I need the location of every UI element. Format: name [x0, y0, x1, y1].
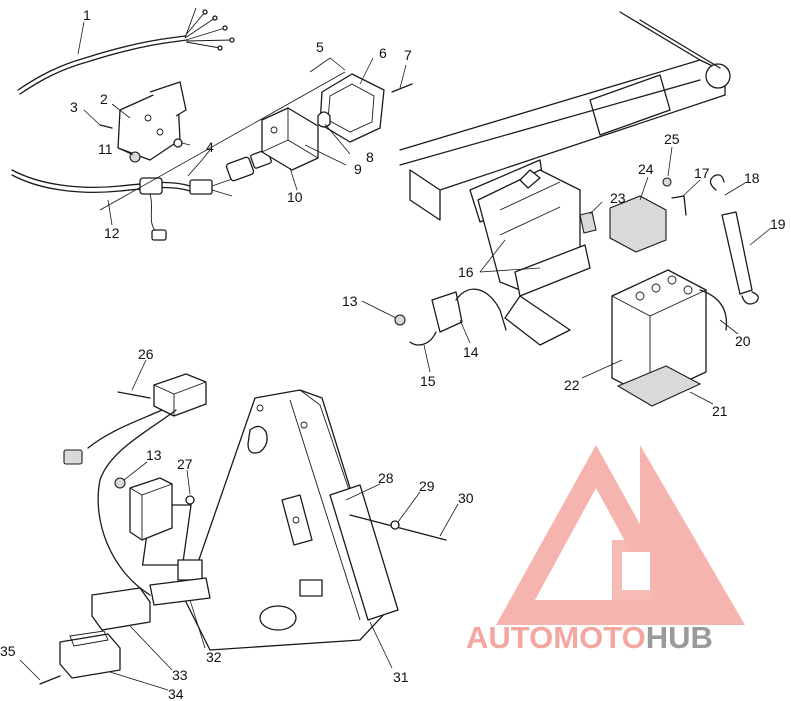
callout-8: 8 [366, 149, 374, 165]
nut-11 [129, 151, 141, 163]
wiring-harness [11, 7, 236, 241]
washer-29 [390, 520, 400, 530]
switch-plate-32 [149, 577, 211, 606]
clip-17 [671, 195, 687, 216]
callout-33: 33 [172, 667, 188, 683]
callout-21: 21 [712, 403, 728, 419]
callout-labels: 1 2 3 4 5 6 7 8 9 10 11 12 13 14 15 16 1… [0, 7, 786, 701]
console-plate-31 [329, 484, 399, 621]
callout-13-bottom: 13 [146, 447, 162, 463]
nut-13-lower [114, 477, 126, 489]
callout-4: 4 [206, 139, 214, 155]
callout-7: 7 [404, 47, 412, 63]
watermark-hub: HUB [646, 620, 713, 655]
callout-14: 14 [463, 344, 479, 360]
callout-29: 29 [419, 478, 435, 494]
tail-light-housing [261, 107, 319, 171]
bolt-26 [117, 391, 151, 399]
callout-20: 20 [735, 333, 751, 349]
callout-16: 16 [458, 264, 474, 280]
screw-3 [99, 124, 113, 129]
coil-wire [97, 409, 177, 596]
callout-28: 28 [378, 470, 394, 486]
bulb-8 [317, 111, 331, 128]
battery-strap [709, 174, 759, 305]
callout-34: 34 [168, 686, 184, 701]
callout-18: 18 [744, 170, 760, 186]
callout-3: 3 [70, 99, 78, 115]
cdi-wire [87, 409, 163, 449]
cdi-module [153, 373, 207, 417]
callout-10: 10 [287, 189, 303, 205]
callout-11: 11 [98, 141, 113, 157]
callout-15: 15 [420, 373, 436, 389]
screw-7 [391, 83, 413, 93]
callout-32: 32 [206, 649, 222, 665]
callout-6: 6 [379, 45, 387, 61]
callout-22: 22 [564, 377, 580, 393]
switch-cover-34 [59, 630, 121, 679]
battery-cover-24 [609, 195, 667, 253]
watermark-auto: AUTO [466, 620, 553, 655]
battery [611, 269, 707, 399]
callout-27: 27 [177, 456, 193, 472]
washer-27 [185, 495, 195, 505]
callout-1: 1 [83, 7, 91, 23]
callout-24: 24 [638, 161, 654, 177]
washer-4 [173, 138, 183, 148]
bracket-plate [117, 81, 187, 161]
leader-lines [19, 21, 772, 691]
callout-5: 5 [316, 39, 324, 55]
watermark-logo [496, 445, 745, 625]
callout-13-top: 13 [342, 293, 358, 309]
bolt-25 [662, 177, 672, 187]
callout-9: 9 [354, 161, 362, 177]
callout-2: 2 [100, 91, 108, 107]
callout-30: 30 [458, 490, 474, 506]
callout-25: 25 [664, 131, 680, 147]
switch-33 [91, 587, 151, 631]
frame-rails [399, 11, 731, 223]
watermark-moto: MOTO [553, 620, 645, 655]
callout-26: 26 [138, 346, 154, 362]
callout-17: 17 [694, 165, 710, 181]
ignition-coil [129, 477, 173, 541]
battery-pad-23 [579, 211, 597, 234]
terminal-lead [394, 288, 507, 346]
battery-pad-21 [616, 365, 702, 407]
watermark-text: AUTOMOTOHUB [466, 620, 713, 655]
callout-12: 12 [104, 225, 120, 241]
callout-23: 23 [610, 190, 626, 206]
cdi-connector [63, 449, 83, 465]
screw-35 [39, 675, 61, 685]
callout-31: 31 [393, 669, 409, 685]
callout-19: 19 [770, 216, 786, 232]
battery-box-bracket [477, 169, 591, 346]
tail-light-lens [319, 73, 385, 143]
cdi-bracket-28 [281, 494, 313, 546]
callout-35: 35 [0, 643, 16, 659]
